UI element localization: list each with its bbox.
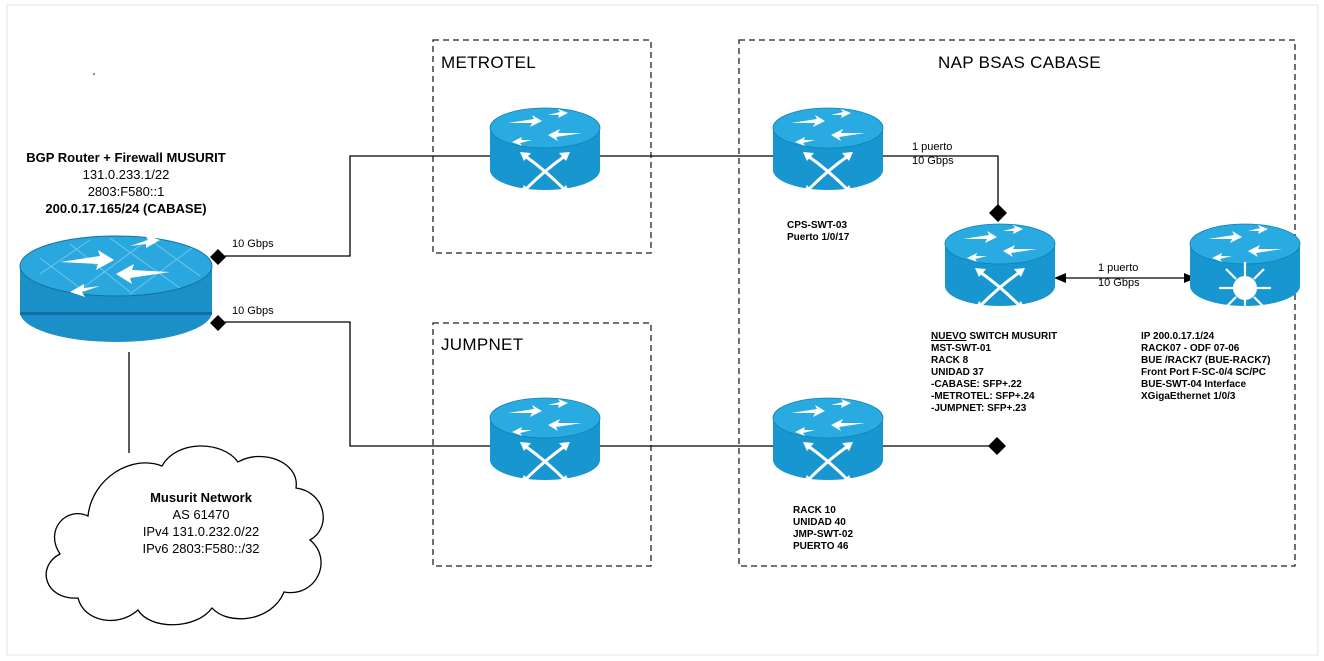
jmp-switch-icon [771,396,885,486]
link-cabase-label-1: 1 puerto [1098,262,1139,274]
cabase-l3-switch-icon [1188,222,1302,316]
bgp-router-ip1: 131.0.233.1/22 [82,167,170,182]
bgp-router-label: BGP Router + Firewall MUSURIT 131.0.233.… [26,149,226,217]
link-cps-new-switch [880,155,999,210]
metrotel-switch-icon [488,106,602,196]
connector-diamond [989,204,1007,222]
link-router-jumpnet [218,321,490,447]
group-title-metrotel: METROTEL [441,53,536,72]
cloud-as: AS 61470 [172,507,230,522]
bgp-router-ip2: 2803:F580::1 [87,184,165,199]
group-title-jumpnet: JUMPNET [441,335,524,354]
new-switch-icon [943,222,1057,312]
link-speed-jumpnet: 10 Gbps [232,305,274,317]
cloud-label: Musurit Network AS 61470 IPv4 131.0.232.… [111,489,291,557]
cloud-title: Musurit Network [150,490,252,505]
group-box-nap [738,39,1296,567]
cloud-ipv4: IPv4 131.0.232.0/22 [142,524,260,539]
cabase-switch-label: IP 200.0.17.1/24 RACK07 - ODF 07-06 BUE … [1141,331,1271,402]
link-router-metrotel [218,155,490,257]
connector-diamond [988,437,1006,455]
cloud-shape [45,445,324,626]
new-switch-label: NUEVO SWITCH MUSURIT MST-SWT-01 RACK 8 U… [931,331,1058,414]
group-title-nap: NAP BSAS CABASE [938,53,1101,72]
jumpnet-switch-icon [488,396,602,486]
bgp-router-icon [19,235,213,342]
link-cabase-label-2: 10 Gbps [1098,277,1140,289]
link-cps-label-2: 10 Gbps [912,155,954,167]
bgp-router-ip3: 200.0.17.165/24 (CABASE) [45,201,207,216]
cloud-ipv6: IPv6 2803:F580::/32 [142,541,260,556]
cps-switch-label: CPS-SWT-03 Puerto 1/0/17 [787,220,850,243]
jmp-switch-label: RACK 10 UNIDAD 40 JMP-SWT-02 PUERTO 46 [793,505,854,552]
cps-switch-icon [771,106,885,196]
group-box-jumpnet [432,322,652,567]
bgp-router-title: BGP Router + Firewall MUSURIT [26,150,226,165]
connector-diamond [210,249,226,265]
connector-diamond [210,315,226,331]
group-box-metrotel [432,39,652,254]
link-cps-label-1: 1 puerto [912,141,953,153]
link-speed-metrotel: 10 Gbps [232,238,274,250]
